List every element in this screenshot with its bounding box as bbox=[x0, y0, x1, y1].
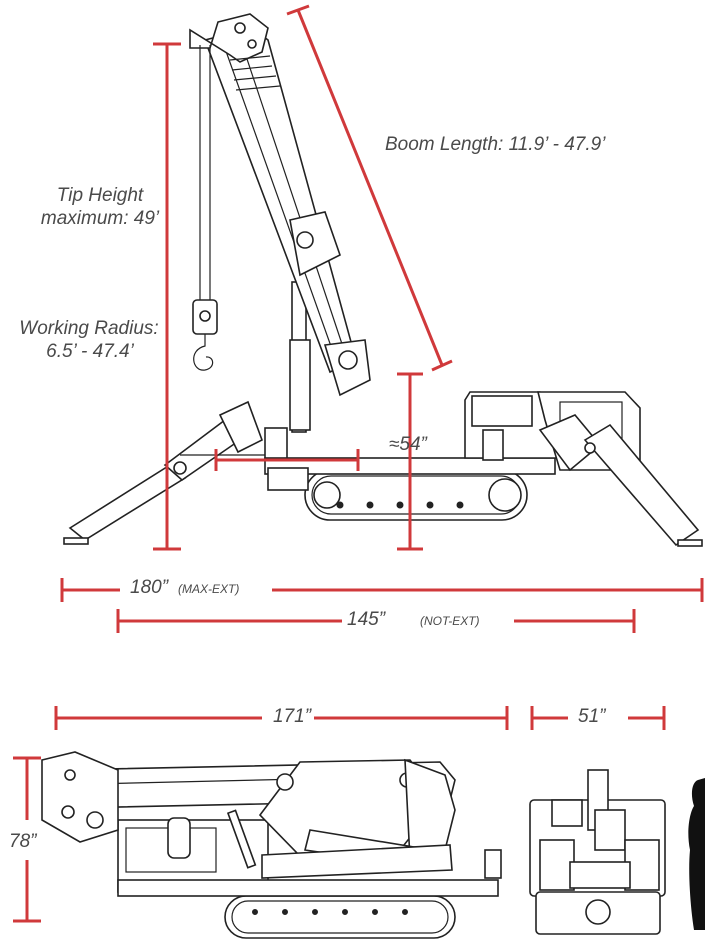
height-stowed-dimension bbox=[13, 756, 41, 923]
width-stowed-dimension bbox=[530, 706, 666, 730]
working-radius-label-line1: Working Radius: bbox=[19, 318, 159, 339]
working-radius-dimension bbox=[214, 449, 360, 471]
boom-length-label: Boom Length: 11.9’ - 47.9’ bbox=[385, 134, 606, 155]
front-view-drawing bbox=[529, 769, 666, 935]
length-stowed-dimension bbox=[54, 706, 509, 730]
width-not-ext-note: (NOT-EXT) bbox=[420, 614, 480, 628]
human-silhouette bbox=[688, 778, 705, 930]
height-54-label: ≈54” bbox=[389, 434, 427, 455]
width-max-value: 180” bbox=[130, 577, 169, 598]
width-stowed-label: 51” bbox=[578, 706, 606, 727]
width-not-ext-dimension bbox=[116, 609, 636, 633]
working-radius-label-line2: 6.5’ - 47.4’ bbox=[46, 341, 134, 362]
height-54-dimension bbox=[397, 372, 423, 551]
tip-height-label-line2: maximum: 49’ bbox=[40, 208, 160, 229]
deployed-crane-drawing bbox=[63, 13, 703, 547]
stowed-crane-drawing bbox=[41, 751, 502, 939]
length-stowed-label: 171” bbox=[273, 706, 312, 727]
height-stowed-label: 78” bbox=[9, 831, 37, 852]
boom-length-dimension bbox=[286, 4, 453, 372]
tip-height-label-line1: Tip Height bbox=[56, 185, 144, 206]
width-max-note: (MAX-EXT) bbox=[178, 582, 240, 596]
tip-height-dimension bbox=[153, 42, 181, 551]
width-max-dimension bbox=[60, 578, 704, 602]
width-not-ext-value: 145” bbox=[347, 609, 386, 630]
